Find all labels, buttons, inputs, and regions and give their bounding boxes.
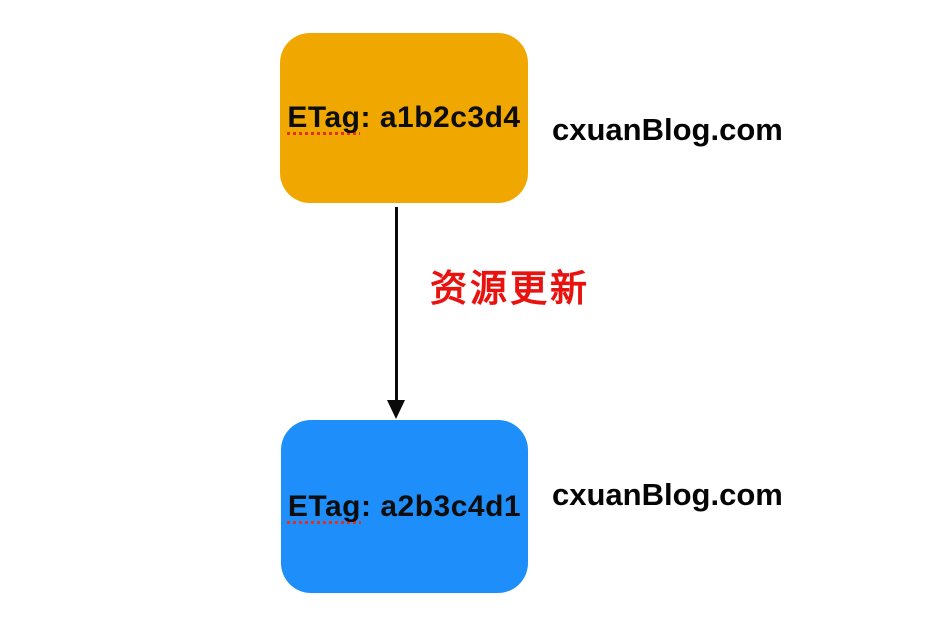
etag-value-new: : a2b3c4d1 [361,489,522,523]
etag-value-old: : a1b2c3d4 [360,101,521,134]
arrow-label-resource-updated: 资源更新 [430,268,590,309]
arrow-line [395,207,398,403]
node-new-etag: ETag: a2b3c4d1 [281,420,528,593]
etag-word-old: ETag [287,101,361,134]
etag-label-new: ETag: a2b3c4d1 [288,490,521,524]
down-arrow-icon [386,207,406,419]
etag-label-old: ETag: a1b2c3d4 [287,101,520,135]
arrow-head [387,400,405,419]
server-caption-bottom: cxuanBlog.com [552,477,783,512]
node-old-etag: ETag: a1b2c3d4 [280,33,528,203]
etag-word-new: ETag [287,489,362,523]
server-caption-top: cxuanBlog.com [552,112,783,147]
